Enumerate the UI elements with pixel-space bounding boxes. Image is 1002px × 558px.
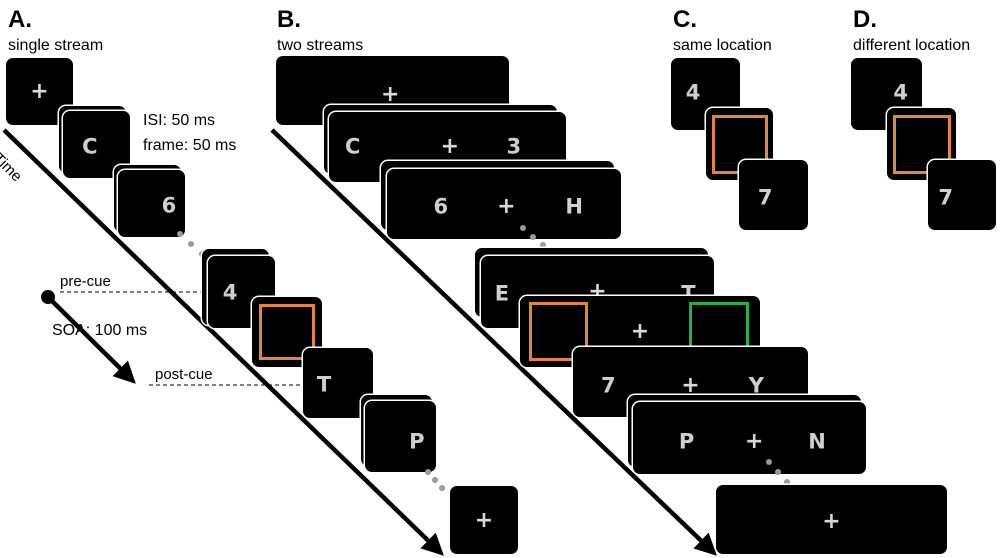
- frame-d-2: 7: [928, 160, 996, 230]
- frame-label: frame: 50 ms: [143, 137, 237, 154]
- ellipsis-dot: [425, 469, 431, 475]
- stimulus-letter: T: [316, 372, 332, 397]
- target-digit: 7: [757, 185, 773, 210]
- panel-b-label: B.: [277, 6, 301, 33]
- time-arrow-a: [2, 128, 444, 556]
- stimulus-letter: C: [82, 134, 98, 159]
- ellipsis-dot: [439, 485, 445, 491]
- fixation-cross: +: [630, 318, 650, 344]
- soa-label: SOA: 100 ms: [52, 322, 148, 339]
- pre-cue-label: pre-cue: [60, 273, 111, 290]
- right-stimulus: N: [808, 429, 826, 454]
- panel-d-subtitle: different location: [853, 37, 971, 54]
- frame-c-2: 7: [739, 160, 808, 230]
- panel-b-subtitle: two streams: [277, 37, 364, 54]
- panel-a-label: A.: [8, 6, 32, 33]
- ellipsis-dot: [540, 242, 546, 248]
- ellipsis-dot: [520, 225, 526, 231]
- stimulus-digit: 6: [161, 193, 177, 218]
- panel-c-subtitle: same location: [673, 37, 772, 54]
- target-digit: 4: [893, 80, 908, 105]
- right-stimulus: 3: [506, 134, 522, 159]
- orange-cue-box: [529, 302, 588, 361]
- fixation-cross: +: [474, 508, 494, 534]
- fixation-cross: +: [744, 428, 764, 454]
- fixation-cross: +: [681, 372, 700, 398]
- time-arrow-b: [270, 128, 717, 556]
- isi-label: ISI: 50 ms: [143, 112, 216, 129]
- frame-b-7: +: [716, 485, 947, 554]
- panel-c-label: C.: [673, 6, 697, 33]
- left-stimulus: 6: [433, 194, 449, 219]
- ellipsis-dot: [775, 469, 781, 475]
- soa-start-dot: [41, 290, 55, 304]
- frame-a-7: +: [450, 486, 518, 554]
- ellipsis-dot: [177, 231, 183, 237]
- ellipsis-dot: [766, 459, 772, 465]
- left-stimulus: 7: [600, 373, 616, 397]
- soa-arrow: [46, 295, 136, 384]
- left-stimulus: E: [494, 281, 510, 306]
- left-stimulus: C: [344, 134, 361, 159]
- frame-b-3: 6 + H: [387, 169, 621, 239]
- stimulus-letter: P: [409, 429, 425, 454]
- orange-cue-box: [259, 304, 315, 360]
- post-cue-label: post-cue: [155, 366, 213, 383]
- panel-a-subtitle: single stream: [8, 37, 104, 54]
- target-digit: 7: [938, 185, 953, 210]
- ellipsis-dot: [188, 241, 194, 247]
- frame-c-1: 4: [671, 58, 740, 130]
- ellipsis-dot: [530, 234, 536, 240]
- target-digit: 4: [685, 80, 701, 105]
- right-stimulus: H: [565, 194, 583, 219]
- left-stimulus: P: [678, 429, 695, 454]
- frame-a-3: 6: [118, 170, 185, 237]
- ellipsis-dot: [784, 479, 790, 485]
- ellipsis-dot: [432, 477, 438, 483]
- stimulus-digit: 4: [222, 280, 238, 305]
- fixation-cross: +: [440, 134, 460, 159]
- frame-b-6: P + N: [633, 402, 866, 474]
- fixation-cross: +: [30, 78, 49, 104]
- fixation-cross: +: [822, 509, 841, 535]
- fixation-cross: +: [380, 81, 400, 107]
- panel-d-label: D.: [853, 6, 877, 33]
- frame-a-6: P: [365, 401, 436, 472]
- right-stimulus: Y: [748, 373, 764, 397]
- fixation-cross: +: [497, 193, 516, 219]
- orange-cue-box: [893, 115, 951, 174]
